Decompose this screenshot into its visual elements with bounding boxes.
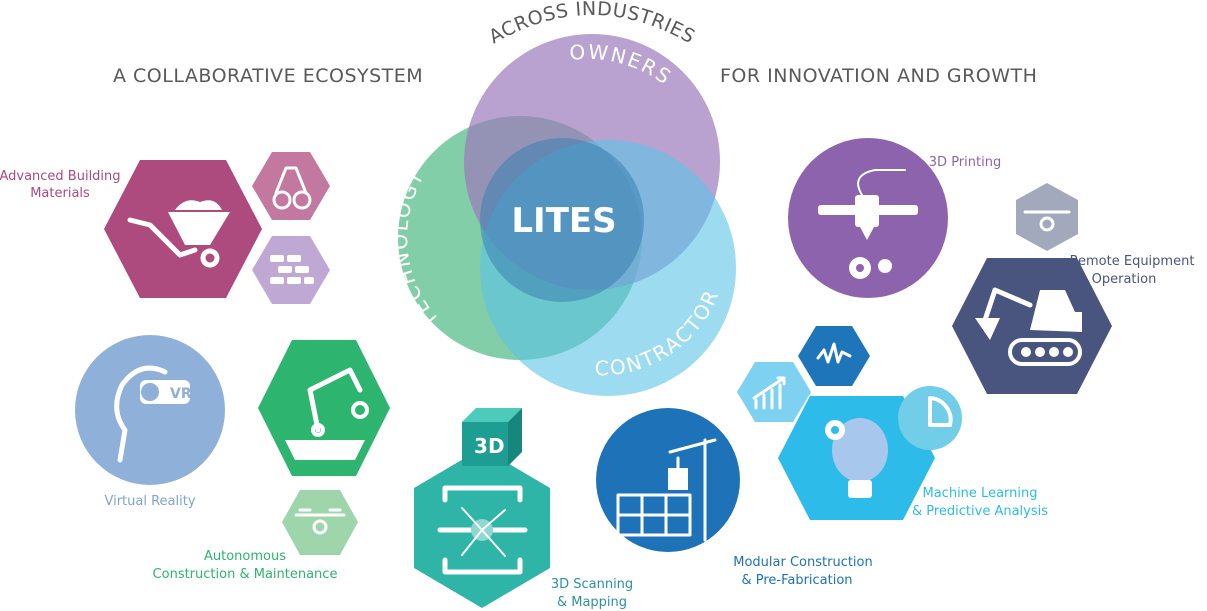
- machine-learning: Machine Learning & Predictive Analysis: [737, 326, 1048, 520]
- pie-chart-icon: [928, 396, 953, 427]
- waveform-icon: [816, 342, 852, 364]
- growth-chart-icon: [752, 376, 786, 410]
- label-line2: & Predictive Analysis: [912, 504, 1048, 519]
- label-line1: Modular Construction: [733, 555, 873, 570]
- label-line1: Autonomous: [204, 549, 286, 564]
- 3d-scanning-mapping: 3 D 3D Scanning & Mapping: [414, 408, 633, 610]
- heading-left: A COLLABORATIVE ECOSYSTEM: [113, 65, 423, 87]
- circle-vr: [75, 335, 225, 485]
- label-line1: Machine Learning: [923, 486, 1038, 501]
- 3d-printer-icon: [818, 169, 918, 279]
- wheelbarrow-icon: [127, 200, 230, 268]
- hexagon-growth-chart: [737, 362, 811, 422]
- vr-headset-icon: VR: [114, 365, 192, 463]
- drone-icon: [1023, 210, 1071, 232]
- label-line2: & Mapping: [557, 595, 627, 610]
- hexagon-waveform: [798, 326, 870, 386]
- label-line1: Remote Equipment: [1070, 254, 1195, 269]
- advanced-building-materials: Advanced Building Materials: [0, 152, 330, 304]
- autonomous-construction: Autonomous Construction & Maintenance: [153, 340, 390, 582]
- label-line2: Materials: [30, 186, 90, 201]
- 3d-cube-icon: 3 D: [462, 408, 522, 466]
- virtual-reality: VR Virtual Reality: [75, 335, 225, 509]
- hexagon-pipes: [252, 152, 330, 220]
- drone-icon: [294, 508, 346, 535]
- vr-text: VR: [170, 386, 192, 402]
- excavator-icon: [975, 287, 1082, 366]
- lites-label: LITES: [511, 201, 616, 241]
- cube-d-text: D: [488, 434, 505, 458]
- label-line2: Construction & Maintenance: [153, 567, 338, 582]
- modular-construction: Modular Construction & Pre-Fabrication: [596, 408, 873, 588]
- heading-right: FOR INNOVATION AND GROWTH: [720, 65, 1037, 87]
- label-line1: 3D Scanning: [551, 577, 633, 592]
- 3d-printing: 3D Printing: [788, 138, 1001, 298]
- pipes-icon: [272, 166, 312, 210]
- crane-modules-icon: [616, 438, 717, 542]
- label-line2: & Pre-Fabrication: [741, 573, 852, 588]
- scan-icon: [437, 485, 528, 575]
- remote-equipment-operation: Remote Equipment Operation: [952, 183, 1194, 394]
- label-line1: Advanced Building: [0, 169, 121, 184]
- brain-bulb-icon: [825, 418, 888, 498]
- robot-arm-icon: [285, 367, 369, 460]
- venn-diagram: TECHNOLOGY OWNERS CONTRACTORS LITES: [0, 0, 736, 396]
- label-line1: Virtual Reality: [104, 494, 195, 509]
- label-line2: Operation: [1092, 272, 1157, 287]
- cube-3-text: 3: [474, 434, 488, 458]
- lites-core: [480, 138, 644, 302]
- label-line1: 3D Printing: [929, 155, 1001, 170]
- bricks-icon: [270, 255, 314, 284]
